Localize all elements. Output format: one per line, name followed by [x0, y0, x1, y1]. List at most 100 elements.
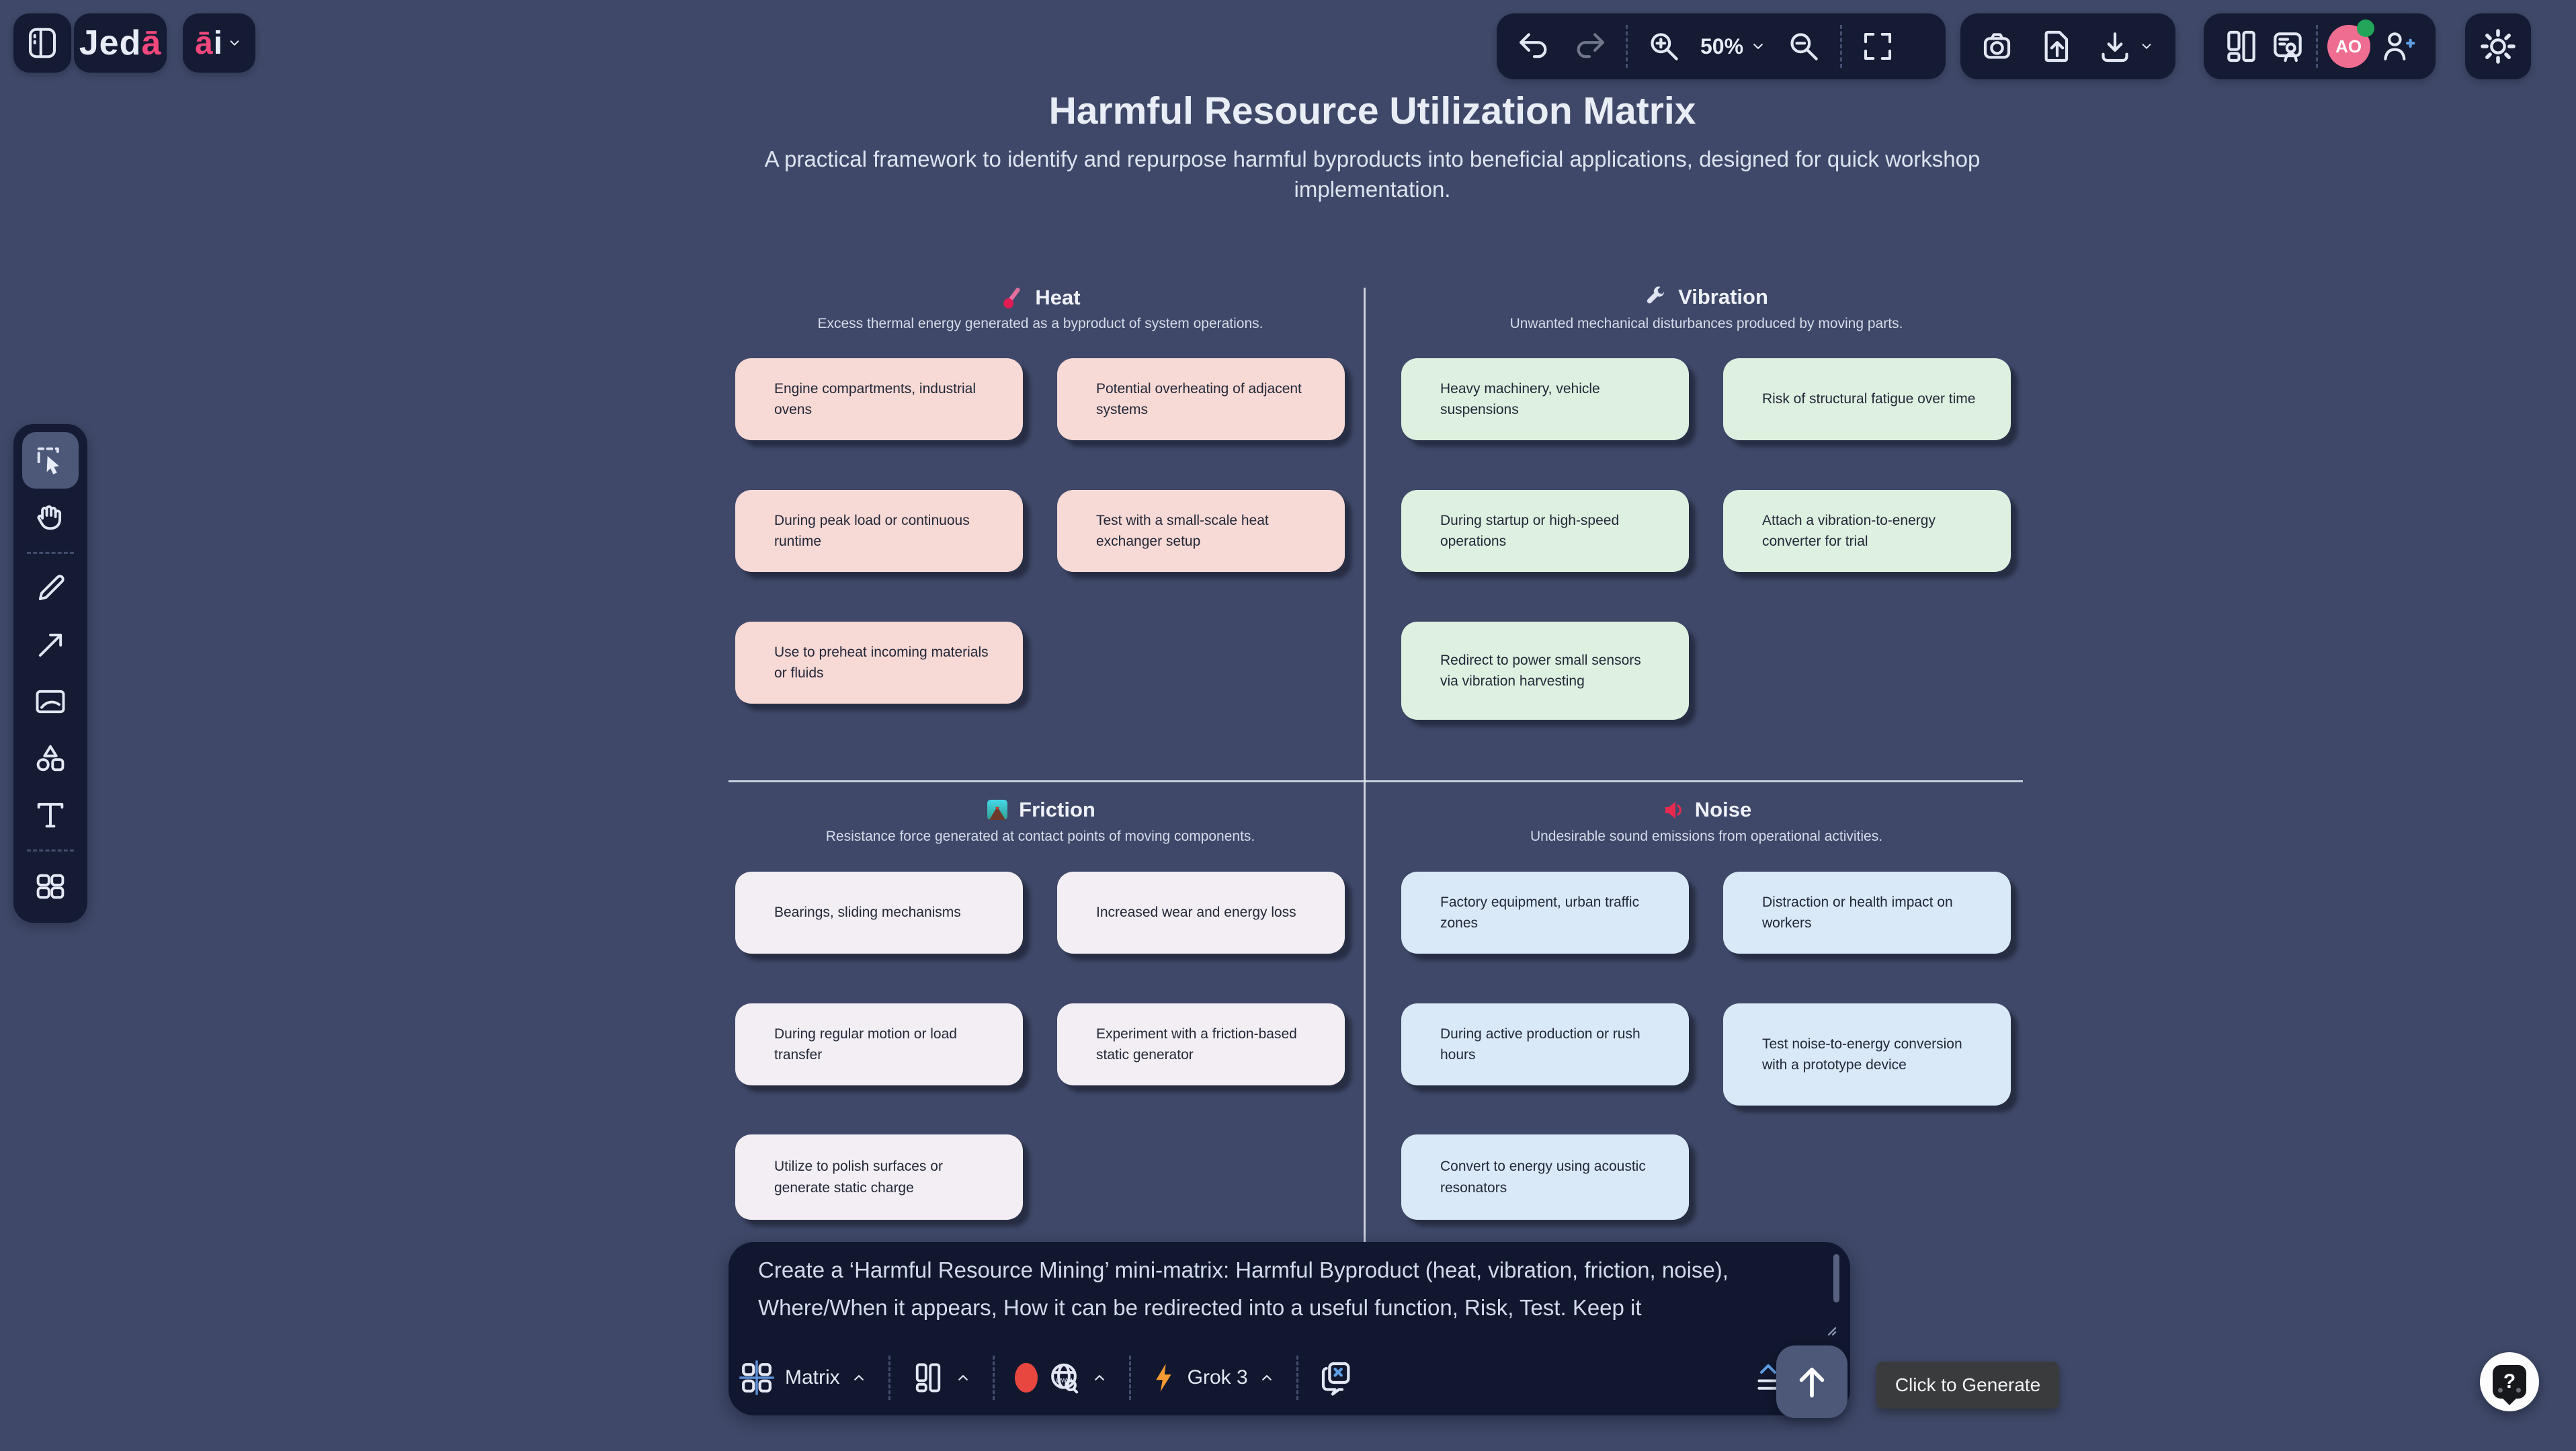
- help-dot: [2516, 1388, 2521, 1393]
- card-text: Experiment with a friction-based static …: [1096, 1026, 1297, 1063]
- layout-view-button[interactable]: [2222, 28, 2260, 65]
- matrix-card[interactable]: Convert to energy using acoustic resonat…: [1401, 1134, 1689, 1220]
- quadrant-description: Resistance force generated at contact po…: [825, 829, 1255, 844]
- frame-tool[interactable]: [22, 673, 79, 730]
- matrix-card[interactable]: Test noise-to-energy conversion with a p…: [1723, 1003, 2011, 1106]
- card-text: Factory equipment, urban traffic zones: [1440, 894, 1640, 931]
- undo-button[interactable]: [1515, 28, 1553, 65]
- toolbar-divider: [1840, 25, 1843, 68]
- record-dot-icon: [1014, 1363, 1038, 1393]
- matrix-card[interactable]: During startup or high-speed operations: [1401, 490, 1689, 572]
- help-bubble-tail: [2503, 1392, 2516, 1405]
- zoom-level-dropdown[interactable]: 50%: [1700, 34, 1768, 59]
- matrix-card[interactable]: Risk of structural fatigue over time: [1723, 358, 2011, 440]
- redo-button[interactable]: [1571, 28, 1608, 65]
- presentation-button[interactable]: [2269, 28, 2307, 65]
- generator-type-dropdown[interactable]: Matrix: [738, 1359, 868, 1397]
- card-text: Test with a small-scale heat exchanger s…: [1096, 512, 1269, 550]
- quadrant-header: Heat: [735, 285, 1345, 310]
- wrench-icon: [1645, 285, 1669, 309]
- matrix-card[interactable]: Increased wear and energy loss: [1057, 872, 1345, 954]
- matrix-card[interactable]: Bearings, sliding mechanisms: [735, 872, 1023, 954]
- collaboration-toolbar: AO: [2204, 13, 2436, 79]
- fullscreen-button[interactable]: [1860, 28, 1896, 65]
- prompt-toolbar-divider: [1296, 1356, 1298, 1400]
- sidebar-toggle-icon: [24, 25, 60, 61]
- prompt-scrollbar[interactable]: [1833, 1254, 1839, 1302]
- matrix-card[interactable]: Distraction or health impact on workers: [1723, 872, 2011, 954]
- toolbar-divider: [27, 849, 74, 852]
- zoom-out-button[interactable]: [1785, 28, 1823, 65]
- chevron-down-icon: [2138, 38, 2155, 55]
- online-status-dot: [2356, 19, 2374, 37]
- matrix-card[interactable]: Factory equipment, urban traffic zones: [1401, 872, 1689, 954]
- ai-menu-button[interactable]: āi: [183, 13, 255, 73]
- card-text: Distraction or health impact on workers: [1762, 894, 1953, 931]
- help-button[interactable]: ?: [2480, 1352, 2539, 1411]
- help-dot: [2498, 1388, 2503, 1393]
- matrix-card[interactable]: Utilize to polish surfaces or generate s…: [735, 1134, 1023, 1220]
- generator-type-label: Matrix: [785, 1366, 840, 1388]
- settings-button[interactable]: [2465, 13, 2531, 79]
- matrix-card[interactable]: Use to preheat incoming materials or flu…: [735, 622, 1023, 704]
- matrix-card[interactable]: During active production or rush hours: [1401, 1003, 1689, 1085]
- collapse-panel-button[interactable]: [1750, 1360, 1786, 1396]
- card-text: Potential overheating of adjacent system…: [1096, 380, 1302, 418]
- drawing-toolbar: [13, 424, 87, 923]
- matrix-card[interactable]: Potential overheating of adjacent system…: [1057, 358, 1345, 440]
- generate-button[interactable]: [1776, 1345, 1847, 1418]
- matrix-grid-icon: [738, 1359, 776, 1397]
- question-mark-glyph: ?: [2503, 1370, 2516, 1393]
- web-search-dropdown[interactable]: www: [1014, 1360, 1109, 1396]
- matrix-card[interactable]: Heavy machinery, vehicle suspensions: [1401, 358, 1689, 440]
- model-dropdown[interactable]: Grok 3: [1151, 1362, 1276, 1394]
- canvas-controls-toolbar: 50%: [1497, 13, 1946, 79]
- card-text: Engine compartments, industrial ovens: [774, 380, 976, 418]
- card-text: Risk of structural fatigue over time: [1762, 391, 1976, 407]
- apps-tool[interactable]: [22, 858, 79, 915]
- ai-prompt-panel: Create a ‘Harmful Resource Mining’ mini-…: [729, 1242, 1850, 1415]
- jeda-logo-button[interactable]: Jedā: [74, 13, 167, 73]
- toolbar-divider: [1626, 25, 1628, 68]
- card-text: Attach a vibration-to-energy converter f…: [1762, 512, 1936, 550]
- shapes-tool[interactable]: [22, 730, 79, 786]
- arrow-up-icon: [1791, 1361, 1833, 1403]
- card-text: Use to preheat incoming materials or flu…: [774, 644, 989, 681]
- zoom-in-button[interactable]: [1645, 28, 1683, 65]
- matrix-card[interactable]: Engine compartments, industrial ovens: [735, 358, 1023, 440]
- matrix-card[interactable]: Redirect to power small sensors via vibr…: [1401, 622, 1689, 720]
- quadrant-description: Undesirable sound emissions from operati…: [1530, 829, 1883, 844]
- user-avatar[interactable]: AO: [2327, 19, 2374, 68]
- card-text: Test noise-to-energy conversion with a p…: [1762, 1036, 1962, 1073]
- zoom-level-value: 50%: [1700, 34, 1744, 58]
- pen-tool[interactable]: [22, 561, 79, 617]
- export-toolbar: [1960, 13, 2175, 79]
- file-upload-button[interactable]: [2038, 28, 2076, 65]
- select-tool[interactable]: [22, 432, 79, 489]
- card-text: During peak load or continuous runtime: [774, 512, 970, 550]
- volcano-icon: [985, 798, 1009, 822]
- matrix-card[interactable]: During peak load or continuous runtime: [735, 490, 1023, 572]
- matrix-card[interactable]: Test with a small-scale heat exchanger s…: [1057, 490, 1345, 572]
- matrix-card[interactable]: Attach a vibration-to-energy converter f…: [1723, 490, 2011, 572]
- download-menu-button[interactable]: [2096, 28, 2155, 65]
- prompt-input[interactable]: Create a ‘Harmful Resource Mining’ mini-…: [758, 1257, 1729, 1320]
- clear-text-button[interactable]: [1319, 1359, 1356, 1397]
- arrow-tool[interactable]: [22, 617, 79, 673]
- invite-user-button[interactable]: [2379, 28, 2417, 65]
- card-text: Redirect to power small sensors via vibr…: [1440, 652, 1641, 690]
- chevron-down-icon: [226, 34, 243, 52]
- card-text: Utilize to polish surfaces or generate s…: [774, 1159, 943, 1196]
- sidebar-toggle-button[interactable]: [13, 13, 71, 73]
- matrix-card[interactable]: During regular motion or load transfer: [735, 1003, 1023, 1085]
- layout-columns-icon: [911, 1360, 946, 1395]
- hand-tool[interactable]: [22, 489, 79, 545]
- text-tool[interactable]: [22, 786, 79, 843]
- globe-search-icon: www: [1046, 1360, 1082, 1396]
- screenshot-button[interactable]: [1981, 28, 2018, 65]
- layout-style-dropdown[interactable]: [911, 1360, 972, 1395]
- help-bubble-icon: ?: [2493, 1365, 2526, 1405]
- resize-handle-icon[interactable]: [1825, 1324, 1838, 1337]
- thermometer-icon: [1000, 285, 1026, 310]
- matrix-card[interactable]: Experiment with a friction-based static …: [1057, 1003, 1345, 1085]
